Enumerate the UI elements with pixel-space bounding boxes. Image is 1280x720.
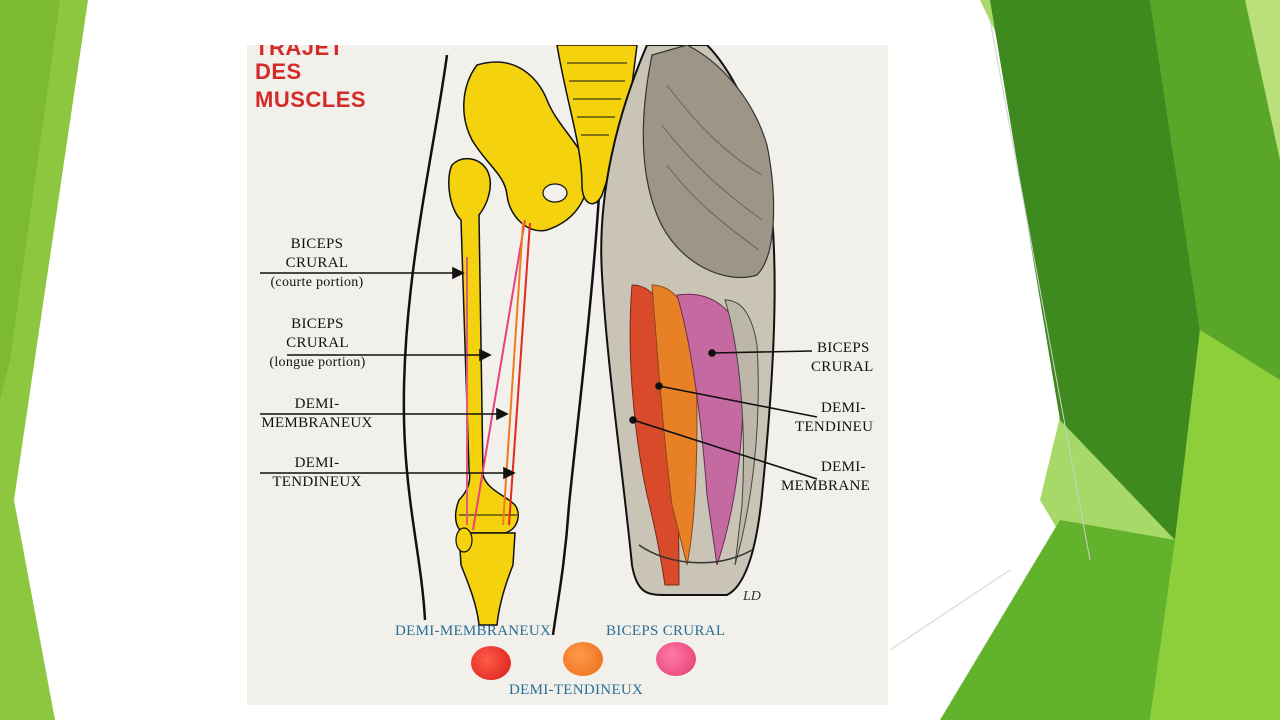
label-biceps-long: BICEPS CRURAL (longue portion): [269, 316, 366, 370]
title-line-3: MUSCLES: [255, 87, 367, 112]
legend-label-semimembranosus: DEMI-MEMBRANEUX: [395, 623, 552, 639]
label-biceps-short: BICEPS CRURAL (courte portion): [270, 236, 364, 290]
title-line-2: DES: [255, 59, 302, 84]
legend-label-biceps: BICEPS CRURAL: [606, 623, 726, 639]
legend-dot-semitendinosus: [563, 642, 603, 676]
label-semitendinosus: DEMI- TENDINEUX: [272, 455, 362, 490]
label-right-biceps: BICEPS CRURAL: [811, 340, 874, 375]
label-right-semitendinosus: DEMI- TENDINEU: [795, 400, 874, 435]
title-line-1: TRAJET: [255, 45, 344, 60]
legend-dot-semimembranosus: [471, 646, 511, 680]
artist-signature: LD: [743, 589, 761, 604]
label-right-semimembranosus: DEMI- MEMBRANE: [781, 459, 871, 494]
legend-label-semitendinosus: DEMI-TENDINEUX: [509, 682, 644, 698]
anatomy-figure: TRAJET DES MUSCLES BICEPS CRURAL (courte…: [247, 45, 888, 705]
label-semimembranosus: DEMI- MEMBRANEUX: [261, 396, 373, 431]
hamstring-illustration: [247, 45, 888, 705]
legend-dot-biceps: [656, 642, 696, 676]
